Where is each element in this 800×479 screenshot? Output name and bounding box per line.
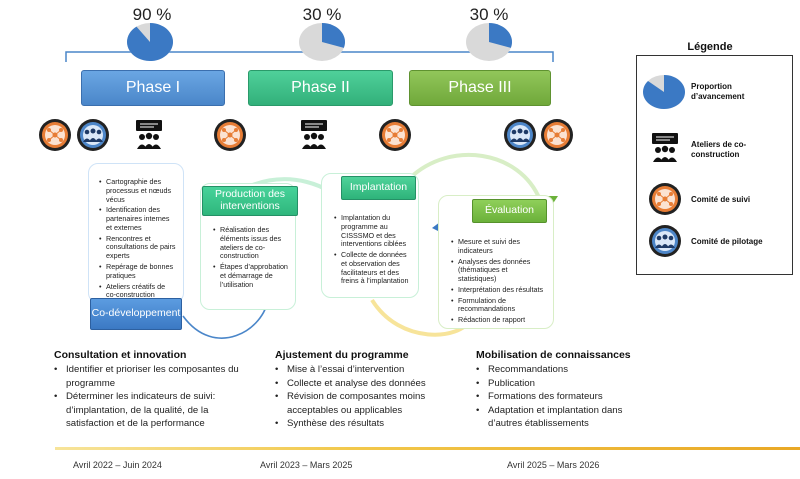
legend-label-workshop: Ateliers de co-construction — [691, 140, 747, 160]
list-item: Identifier et prioriser les composantes … — [54, 363, 259, 390]
steering-committee-icon — [648, 224, 682, 258]
phase-2-progress-label: 30 % — [302, 5, 342, 24]
codev-tag: Co-développement — [90, 298, 182, 330]
list-item: Déterminer les indicateurs de suivi: d’i… — [54, 390, 259, 431]
phase-2-progress-slice — [322, 23, 345, 48]
phase-3-progress-label: 30 % — [469, 5, 509, 24]
list-item: Mise à l’essai d’intervention — [275, 363, 465, 377]
phase-2-progress-pie-icon — [299, 23, 345, 61]
list-item: Implantation du programme au CISSSMO et … — [334, 213, 413, 249]
follow-up-committee-icon — [213, 118, 247, 152]
progress-pie-icon — [643, 75, 686, 109]
list-item: Mesure et suivi des indicateurs — [451, 237, 547, 256]
production-tag: Production des interventions — [202, 186, 298, 216]
list-item: Recommandations — [476, 363, 651, 377]
list-item: Synthèse des résultats — [275, 417, 465, 431]
follow-up-committee-icon — [648, 182, 682, 216]
phase-1-progress-slice — [127, 23, 173, 62]
list-item: Identification des partenaires internes … — [99, 205, 177, 232]
phase-3-progress-slice — [489, 23, 512, 48]
list-item: Cartographie des processus et nœuds vécu… — [99, 177, 177, 204]
list-item: Ateliers créatifs de co-construction — [99, 282, 177, 301]
legend-label-suivi: Comité de suivi — [691, 195, 751, 204]
list-item: Révision de composantes moins acceptable… — [275, 390, 465, 417]
list-item: Analyses des données (thématiques et sta… — [451, 257, 547, 284]
phase-3-banner: Phase III — [409, 70, 551, 106]
section-list-ajustement: Mise à l’essai d’intervention Collecte e… — [275, 363, 465, 431]
workshop-icon — [648, 131, 682, 165]
phase-2-banner: Phase II — [248, 70, 393, 106]
phase-3-progress-pie-icon — [466, 23, 512, 61]
legend-title: Légende — [687, 41, 733, 53]
section-title-mobilisation: Mobilisation de connaissances — [476, 349, 631, 361]
evaluation-tag: Évaluation — [472, 199, 547, 223]
workshop-icon — [297, 118, 331, 152]
list-item: Réalisation des éléments issus des ateli… — [213, 225, 290, 261]
follow-up-committee-icon — [38, 118, 72, 152]
section-title-ajustement: Ajustement du programme — [275, 349, 409, 361]
timeline-bar — [55, 447, 800, 450]
follow-up-committee-icon — [540, 118, 574, 152]
section-list-mobilisation: Recommandations Publication Formations d… — [476, 363, 651, 431]
list-item: Formulation de recommandations — [451, 296, 547, 315]
implantation-tag: Implantation — [341, 176, 416, 200]
steering-committee-icon — [503, 118, 537, 152]
codev-box: Cartographie des processus et nœuds vécu… — [88, 163, 184, 303]
list-item: Formations des formateurs — [476, 390, 651, 404]
date-phase-3: Avril 2025 – Mars 2026 — [507, 460, 600, 470]
list-item: Publication — [476, 377, 651, 391]
legend-label-progress: Proportion d’avancement — [691, 82, 745, 102]
list-item: Repérage de bonnes pratiques — [99, 262, 177, 281]
legend-label-pilotage: Comité de pilotage — [691, 237, 763, 246]
list-item: Étapes d’approbation et démarrage de l’u… — [213, 262, 290, 289]
section-list-consultation: Identifier et prioriser les composantes … — [54, 363, 259, 431]
list-item: Collecte de données et observation des f… — [334, 250, 413, 286]
list-item: Rencontres et consultations de pairs exp… — [99, 234, 177, 261]
date-phase-1: Avril 2022 – Juin 2024 — [73, 460, 162, 470]
list-item: Rédaction de rapport — [451, 315, 547, 325]
phase-1-progress-pie-icon — [127, 23, 173, 62]
section-title-consultation: Consultation et innovation — [54, 349, 187, 361]
phase-1-banner: Phase I — [81, 70, 225, 106]
steering-committee-icon — [76, 118, 110, 152]
list-item: Interprétation des résultats — [451, 285, 547, 295]
date-phase-2: Avril 2023 – Mars 2025 — [260, 460, 353, 470]
list-item: Collecte et analyse des données — [275, 377, 465, 391]
phase-1-progress-label: 90 % — [132, 5, 172, 24]
list-item: Adaptation et implantation dans d’autres… — [476, 404, 651, 431]
follow-up-committee-icon — [378, 118, 412, 152]
workshop-icon — [132, 118, 166, 152]
